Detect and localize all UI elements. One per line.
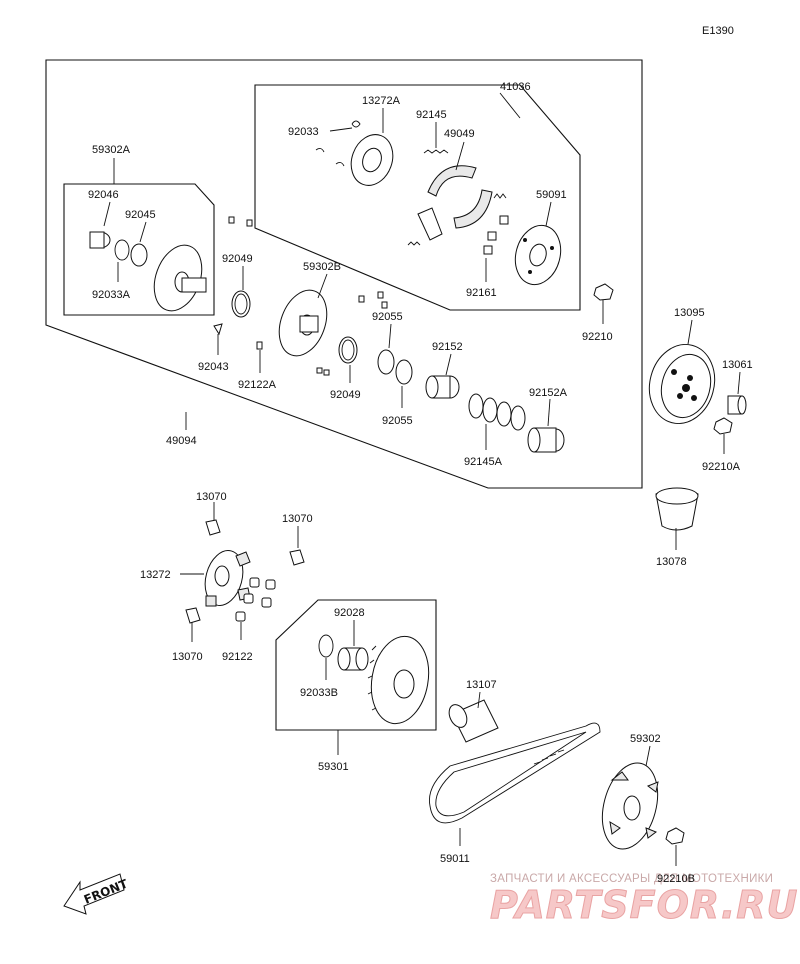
part-spring-92145 [423, 149, 449, 154]
part-pulley-59302 [601, 762, 659, 850]
watermark-brand: PARTSFOR.RU [490, 883, 798, 927]
part-belt-59011 [428, 722, 601, 824]
part-pulley-59301 [367, 635, 430, 725]
part-nut-92210 [593, 283, 614, 301]
part-oring-92049b [338, 336, 358, 364]
label-13272A[interactable]: 13272A [362, 95, 401, 107]
part-pulley-59302A [153, 244, 207, 312]
part-oring-92055b [395, 359, 413, 385]
diagram-code: E1390 [702, 25, 734, 37]
label-13107[interactable]: 13107 [466, 679, 497, 691]
label-92033[interactable]: 92033 [288, 126, 319, 138]
part-plate-13272A [350, 134, 394, 186]
label-92161[interactable]: 92161 [466, 287, 497, 299]
label-92122[interactable]: 92122 [222, 651, 253, 663]
part-housing-13095 [648, 343, 716, 425]
label-92210A[interactable]: 92210A [702, 461, 741, 473]
frame-59301 [275, 599, 437, 731]
part-circlip-92033B [318, 634, 334, 658]
label-92152[interactable]: 92152 [432, 341, 463, 353]
label-92046[interactable]: 92046 [88, 189, 119, 201]
label-92049a[interactable]: 92049 [222, 253, 253, 265]
part-ring-92045 [130, 243, 148, 267]
label-92145[interactable]: 92145 [416, 109, 447, 121]
part-clips-92033 [315, 120, 361, 167]
label-92045[interactable]: 92045 [125, 209, 156, 221]
label-92055b[interactable]: 92055 [382, 415, 413, 427]
part-oring-92055a [377, 349, 395, 375]
label-13070c[interactable]: 13070 [172, 651, 203, 663]
part-pulley-59302B [278, 289, 328, 357]
part-collar-92152 [425, 375, 460, 399]
part-nut-92210B [665, 827, 685, 845]
label-49094[interactable]: 49094 [166, 435, 197, 447]
label-92028[interactable]: 92028 [334, 607, 365, 619]
label-13061[interactable]: 13061 [722, 359, 753, 371]
label-41036[interactable]: 41036 [500, 81, 531, 93]
part-plate-59091 [514, 224, 562, 286]
label-92122A[interactable]: 92122A [238, 379, 277, 391]
label-92033A[interactable]: 92033A [92, 289, 131, 301]
part-circlip-92033A [114, 239, 130, 261]
label-92145A[interactable]: 92145A [464, 456, 503, 468]
part-rampplate-13272 [204, 550, 251, 607]
label-13095[interactable]: 13095 [674, 307, 705, 319]
frame-59302A [63, 183, 215, 316]
part-bearing-92046 [89, 231, 111, 249]
part-pin-92122A [256, 341, 263, 350]
label-59302A[interactable]: 59302A [92, 144, 131, 156]
part-nut-92210A [713, 417, 733, 435]
label-59091[interactable]: 59091 [536, 189, 567, 201]
label-59011[interactable]: 59011 [440, 853, 470, 865]
label-13272[interactable]: 13272 [140, 569, 171, 581]
part-rollers-92122 [235, 577, 276, 622]
part-oring-92049a [231, 290, 251, 318]
front-arrow-icon: FRONT [63, 873, 130, 915]
frame-49094 [45, 59, 643, 489]
label-92055a[interactable]: 92055 [372, 311, 403, 323]
label-92210B[interactable]: 92210B [657, 873, 695, 885]
watermark-top-text: ЗАПЧАСТИ И АКСЕССУАРЫ ДЛЯ МОТОТЕХНИКИ [490, 873, 773, 885]
part-pin-92043 [213, 323, 223, 336]
part-bearing-92028 [337, 647, 369, 671]
label-92049b[interactable]: 92049 [330, 389, 361, 401]
label-13078[interactable]: 13078 [656, 556, 687, 568]
part-shaft-13107 [448, 699, 499, 743]
label-92033B[interactable]: 92033B [300, 687, 338, 699]
part-slider-13070b [289, 549, 305, 566]
label-92152A[interactable]: 92152A [529, 387, 568, 399]
label-13070a[interactable]: 13070 [196, 491, 227, 503]
label-13070b[interactable]: 13070 [282, 513, 313, 525]
part-shoes-49049 [417, 165, 493, 241]
label-92210[interactable]: 92210 [582, 331, 613, 343]
part-bush-13061 [727, 395, 747, 415]
label-59302[interactable]: 59302 [630, 733, 661, 745]
part-collar-92152A [527, 427, 565, 453]
part-slider-13070c [185, 607, 201, 624]
label-59301[interactable]: 59301 [318, 761, 349, 773]
part-spring-92145A [468, 393, 526, 431]
part-cup-13078 [655, 487, 699, 531]
part-nuts-92161 [483, 215, 509, 255]
frame-41036 [254, 84, 581, 311]
label-92043[interactable]: 92043 [198, 361, 229, 373]
part-slider-13070a [205, 519, 221, 536]
label-49049[interactable]: 49049 [444, 128, 475, 140]
label-59302B[interactable]: 59302B [303, 261, 341, 273]
